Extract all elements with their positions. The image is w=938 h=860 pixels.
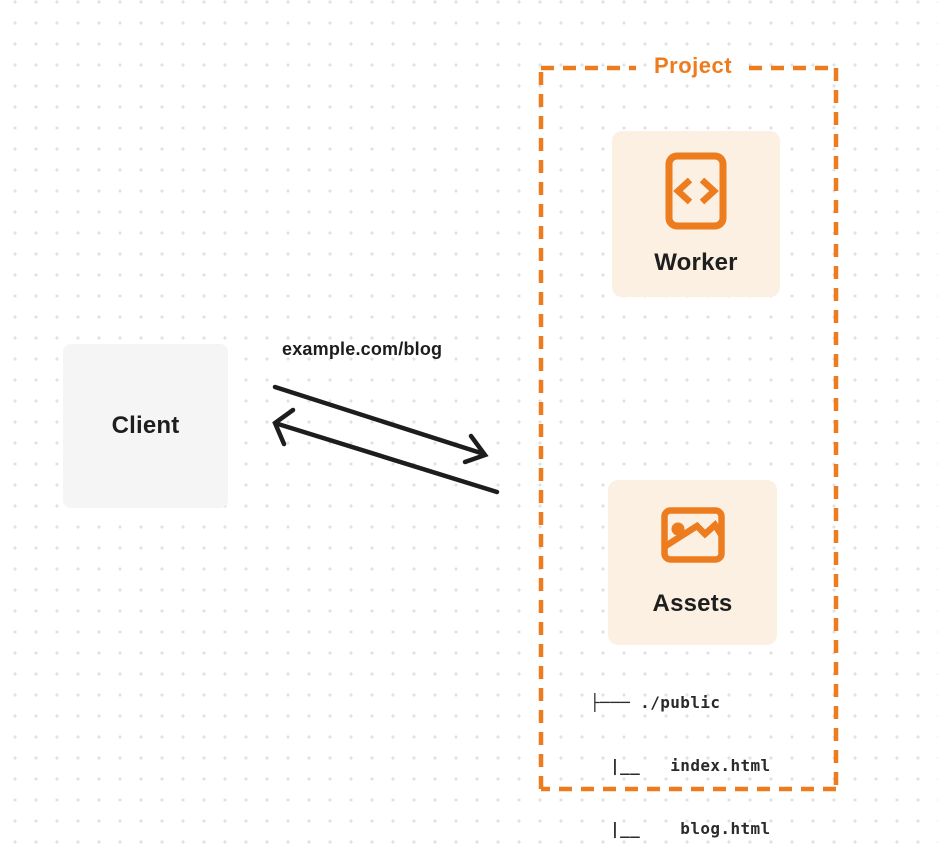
assets-file-tree: ├─── ./public |__ index.html |__ blog.ht… [590, 650, 771, 860]
project-title: Project [653, 53, 733, 78]
request-url-label: example.com/blog [282, 339, 443, 359]
client-label: Client [111, 412, 180, 439]
image-icon [660, 507, 725, 563]
file-tree-line-public: ├─── ./public [590, 693, 721, 712]
worker-node: Worker [612, 131, 780, 297]
code-file-icon [665, 152, 727, 229]
assets-node: Assets [608, 480, 777, 645]
file-tree-line-index: |__ index.html [590, 756, 771, 775]
client-node: Client [63, 344, 228, 508]
response-arrow [272, 407, 500, 495]
request-arrow [272, 384, 489, 465]
worker-label: Worker [654, 248, 738, 276]
assets-label: Assets [652, 590, 733, 617]
file-tree-line-blog: |__ blog.html [590, 819, 771, 838]
